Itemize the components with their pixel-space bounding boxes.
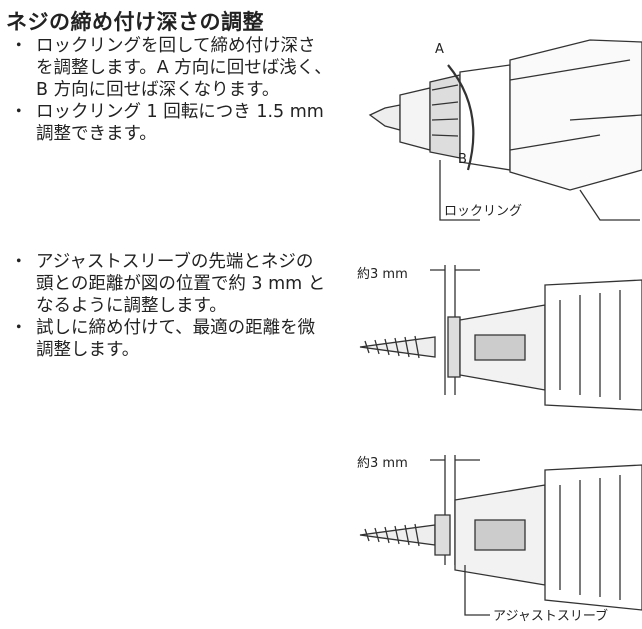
section-lock-ring: ・ ロックリングを回して締め付け深さ を調整します。A 方向に回せば浅く、 B …: [10, 35, 332, 145]
text-line: を調整します。A 方向に回せば浅く、: [36, 58, 332, 78]
bullet: ・: [10, 102, 28, 122]
distance-label: 約3 mm: [357, 267, 408, 282]
distance-label: 約3 mm: [357, 456, 408, 471]
direction-a-label: A: [435, 42, 444, 57]
screw-sleeve-illustration-2: [359, 455, 642, 616]
adjust-sleeve-label: アジャストスリーブ: [493, 609, 609, 624]
text-line: B 方向に回せば深くなります。: [36, 80, 280, 100]
bullet: ・: [10, 252, 28, 272]
screw-sleeve-illustration-1: [359, 265, 642, 411]
drill-illustration: [368, 39, 642, 221]
text-line: 調整できます。: [36, 124, 157, 144]
bullet: ・: [10, 36, 28, 56]
text-line: ロックリングを回して締め付け深さ: [36, 36, 316, 56]
list-item: ・ ロックリングを回して締め付け深さ を調整します。A 方向に回せば浅く、 B …: [10, 35, 332, 101]
lock-ring-label: ロックリング: [444, 204, 523, 219]
section-adjust-sleeve: ・ アジャストスリーブの先端とネジの 頭との距離が図の位置で約 3 mm と な…: [10, 251, 325, 361]
text-line: なるように調整します。: [36, 296, 227, 316]
direction-b-label: B: [458, 152, 467, 167]
bullet: ・: [10, 318, 28, 338]
text-line: 試しに締め付けて、最適の距離を微: [36, 318, 316, 338]
text-line: ロックリング 1 回転につき 1.5 mm: [36, 102, 324, 122]
text-line: 調整します。: [36, 340, 140, 360]
text-line: アジャストスリーブの先端とネジの: [36, 252, 314, 272]
list-item: ・ アジャストスリーブの先端とネジの 頭との距離が図の位置で約 3 mm と な…: [10, 251, 325, 317]
list-item: ・ 試しに締め付けて、最適の距離を微 調整します。: [10, 317, 325, 361]
list-item: ・ ロックリング 1 回転につき 1.5 mm 調整できます。: [10, 101, 332, 145]
page-title: ネジの締め付け深さの調整: [6, 10, 264, 34]
text-line: 頭との距離が図の位置で約 3 mm と: [36, 274, 326, 294]
